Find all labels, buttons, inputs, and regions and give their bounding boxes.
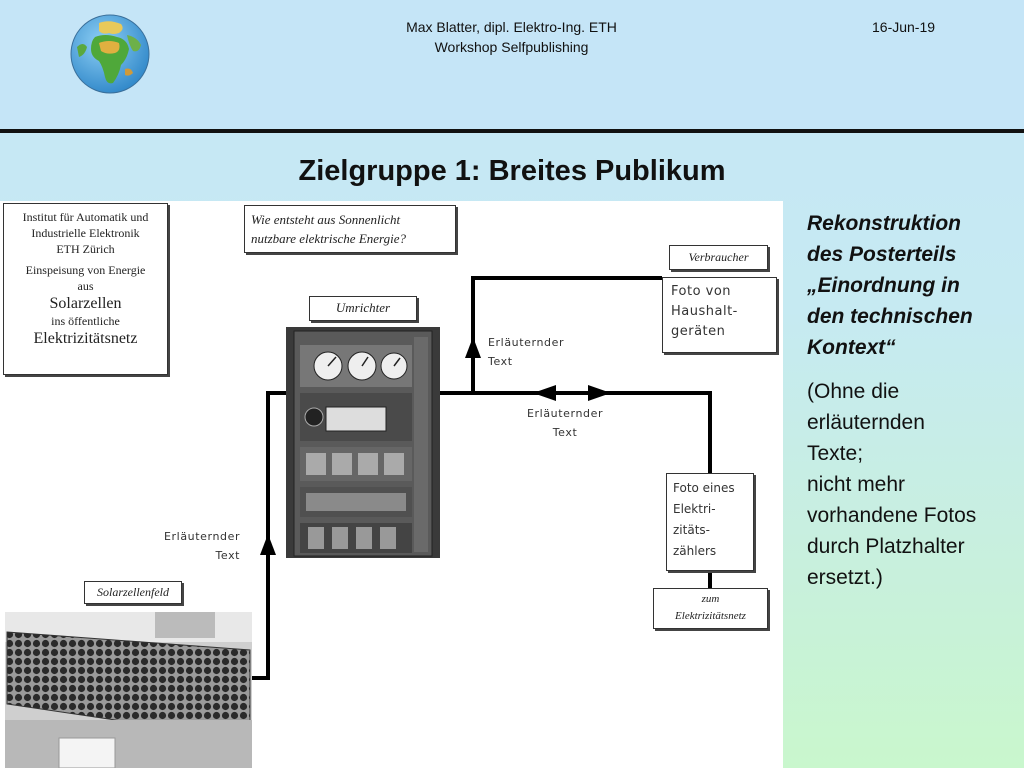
- globe-icon: [70, 14, 150, 94]
- side-note-line: ersetzt.): [807, 566, 883, 589]
- slide-title: Zielgruppe 1: Breites Publikum: [298, 155, 726, 187]
- institute-line: Elektrizitätsnetz: [33, 330, 138, 347]
- side-note-line: durch Platzhalter: [807, 535, 965, 558]
- placeholder-line: Foto eines: [673, 481, 735, 495]
- institute-title-box: Institut für Automatik und Industrielle …: [3, 203, 168, 375]
- grid-label-line: Elektrizitätsnetz: [675, 610, 746, 622]
- placeholder-line: Foto von: [671, 284, 732, 299]
- placeholder-line: zählers: [673, 544, 717, 558]
- wiring-diagram: [252, 276, 712, 680]
- arrow-right-grid: [588, 385, 611, 401]
- grid-label: zum Elektrizitätsnetz: [653, 588, 768, 629]
- note-line: Erläuternder: [488, 336, 565, 349]
- side-note-line: vorhandene Fotos: [807, 504, 977, 527]
- institute-line: Institut für Automatik und: [22, 210, 149, 224]
- note-line: Text: [215, 549, 241, 562]
- explanatory-note-consumer: Erläuternder Text: [488, 333, 564, 371]
- note-line: Text: [552, 426, 578, 439]
- inverter-cabinet-photo: [286, 327, 440, 558]
- arrow-up-solar: [260, 534, 276, 555]
- side-heading-line: des Posterteils: [807, 243, 957, 266]
- question-line: nutzbare elektrische Energie?: [251, 231, 406, 246]
- question-box: Wie entsteht aus Sonnenlicht nutzbare el…: [244, 205, 456, 253]
- institute-line: Solarzellen: [49, 295, 122, 312]
- institute-line: ins öffentliche: [51, 314, 120, 328]
- note-line: Erläuternder: [527, 407, 604, 420]
- institute-line: aus: [77, 279, 94, 293]
- side-note-line: nicht mehr: [807, 473, 906, 496]
- institute-line: Industrielle Elektronik: [31, 226, 140, 240]
- side-note-line: (Ohne die: [807, 380, 900, 403]
- wire-solar-to-inverter: [252, 391, 286, 680]
- meter-photo-placeholder: Foto eines Elektri- zitäts- zählers: [666, 473, 754, 571]
- note-line: Erläuternder: [164, 530, 241, 543]
- poster-reconstruction: Institut für Automatik und Industrielle …: [0, 201, 783, 768]
- side-heading-line: Rekonstruktion: [807, 212, 962, 235]
- placeholder-line: Haushalt-: [671, 304, 738, 319]
- side-note-line: erläuternden: [807, 411, 925, 434]
- slide-header: Max Blatter, dipl. Elektro-Ing. ETH Work…: [0, 0, 1024, 133]
- side-heading-line: „Einordnung in: [807, 274, 960, 297]
- arrow-left-grid: [533, 385, 556, 401]
- consumer-label: Verbraucher: [669, 245, 768, 270]
- explanatory-note-grid: Erläuternder Text: [527, 404, 603, 442]
- inverter-label: Umrichter: [309, 296, 417, 321]
- side-heading-line: den technischen: [807, 305, 973, 328]
- solar-field-photo: [5, 612, 252, 768]
- side-heading: Rekonstruktion des Posterteils „Einordnu…: [807, 208, 1021, 363]
- wire-grid-line: [440, 391, 712, 473]
- placeholder-line: geräten: [671, 324, 726, 339]
- arrow-up-consumer: [465, 337, 481, 358]
- side-note-line: Texte;: [807, 442, 864, 465]
- solar-field-label: Solarzellenfeld: [84, 581, 182, 604]
- workshop-line: Workshop Selfpublishing: [434, 39, 589, 55]
- note-line: Text: [488, 355, 513, 368]
- author-line: Max Blatter, dipl. Elektro-Ing. ETH: [406, 19, 617, 35]
- appliance-photo-placeholder: Foto von Haushalt- geräten: [662, 277, 777, 353]
- side-heading-line: Kontext“: [807, 336, 896, 359]
- side-note: (Ohne die erläuternden Texte; nicht mehr…: [807, 376, 1021, 593]
- slide-date: 16-Jun-19: [872, 19, 936, 35]
- placeholder-line: Elektri-: [673, 502, 716, 516]
- grid-label-line: zum: [701, 593, 720, 605]
- question-line: Wie entsteht aus Sonnenlicht: [251, 212, 401, 227]
- explanatory-note-solar: Erläuternder Text: [164, 527, 240, 565]
- institute-line: ETH Zürich: [56, 242, 115, 256]
- institute-line: Einspeisung von Energie: [25, 263, 146, 277]
- placeholder-line: zitäts-: [673, 523, 710, 537]
